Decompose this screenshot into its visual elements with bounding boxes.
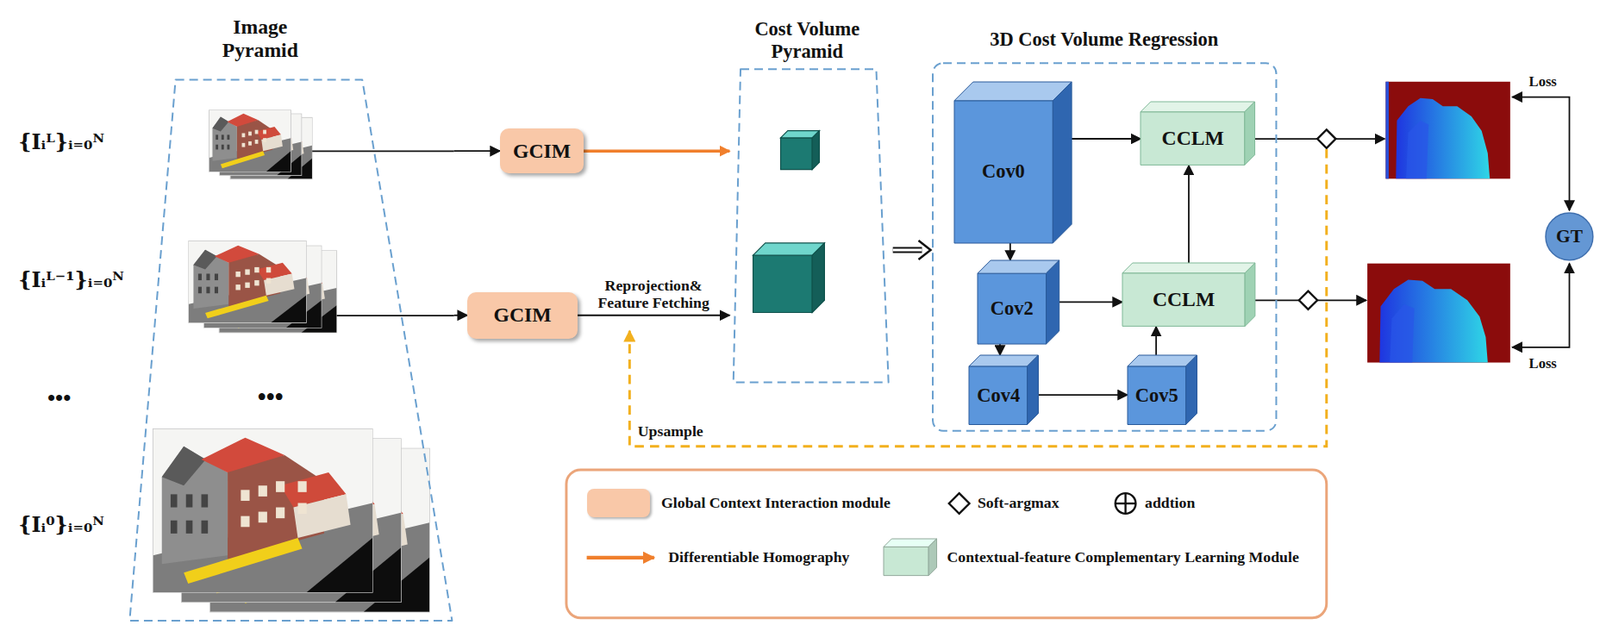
connector [1156, 326, 1157, 356]
region-outline [127, 15, 455, 623]
legend-label: Global Context Interaction module [661, 493, 891, 512]
connector [583, 150, 730, 152]
label-box: Loss [1529, 73, 1557, 90]
connector [577, 314, 730, 316]
text-label: ••• [257, 383, 284, 413]
connector [1071, 137, 1142, 139]
label-box: ••• [257, 383, 284, 413]
connector [454, 314, 468, 316]
label-box: Loss [1529, 355, 1557, 372]
feature-cube: Cov0 [954, 81, 1072, 244]
module-box: GCIM [500, 128, 584, 174]
connector [1059, 301, 1123, 303]
legend-entry: Global Context Interaction module [661, 493, 891, 512]
feature-cube: CCLM [1140, 101, 1256, 165]
cost-volume-cube [781, 131, 820, 170]
soft-argmax-path [1255, 129, 1385, 309]
cost-volume-cube [753, 243, 825, 313]
addition-symbol [1115, 493, 1137, 514]
node-label: Cov0 [981, 160, 1025, 183]
legend-swatch [587, 488, 650, 518]
double-arrow [893, 240, 932, 260]
legend-box [566, 469, 1327, 619]
feature-cube: CCLM [1122, 262, 1256, 326]
connector [454, 150, 500, 152]
legend-label: Soft-argmax [977, 493, 1060, 512]
math-label: {Iᵢᴸ}ᵢ₌₀ᴺ [18, 131, 105, 155]
loss-arrow [1512, 263, 1569, 348]
node-label: CCLM [1152, 287, 1215, 312]
label-box: Upsample [637, 422, 704, 440]
label-box: {Iᵢᴸ}ᵢ₌₀ᴺ [18, 131, 105, 155]
region-outline [729, 18, 893, 386]
feature-cube: Cov5 [1127, 355, 1197, 425]
legend-entry: Differentiable Homography [668, 548, 850, 566]
text-label: ••• [47, 385, 71, 412]
region-title: Image Pyramid [199, 15, 322, 63]
edge-label-box: Reprojection& Feature Fetching [587, 276, 720, 313]
loss-arrow [1512, 97, 1569, 211]
pyramid-region: Cost Volume Pyramid [729, 18, 893, 386]
depth-map [1385, 81, 1510, 180]
image-stack [209, 110, 313, 180]
legend-label: Differentiable Homography [668, 548, 850, 566]
node-label: GCIM [493, 303, 552, 327]
regression-frame: 3D Cost Volume RegressionCov0CCLMCov2CCL… [931, 28, 1278, 433]
feature-cube: Cov4 [968, 355, 1038, 425]
depth-map [1367, 263, 1511, 363]
text-label: Loss [1529, 73, 1557, 90]
label-box: {Iᵢᴸ⁻¹}ᵢ₌₀ᴺ [18, 268, 125, 293]
homography-arrow [587, 556, 655, 560]
node-label: Cov2 [990, 297, 1034, 320]
legend-label: addtion [1144, 493, 1195, 512]
connector [1009, 243, 1011, 261]
legend-cube-swatch [883, 538, 938, 576]
feed-line [312, 150, 455, 152]
connector [1000, 343, 1001, 356]
pyramid-region: Image Pyramid [127, 15, 455, 623]
image-stack [188, 241, 338, 333]
connector [1187, 165, 1189, 264]
region-title: Cost Volume Pyramid [745, 18, 869, 63]
legend-entry: addtion [1144, 493, 1195, 512]
label-box: {Iᵢ⁰}ᵢ₌₀ᴺ [18, 513, 105, 538]
legend-label: Contextual-feature Complementary Learnin… [946, 548, 1299, 566]
text-label: Upsample [637, 422, 704, 440]
node-label: Cov4 [976, 384, 1020, 407]
legend-entry: Soft-argmax [977, 493, 1060, 512]
feed-line [337, 314, 455, 317]
text-label: Loss [1529, 355, 1557, 372]
legend-entry: Contextual-feature Complementary Learnin… [946, 548, 1299, 566]
label-box: ••• [47, 385, 71, 412]
connector [1038, 394, 1128, 396]
ground-truth-circle: GT [1544, 212, 1594, 262]
node-label: GCIM [512, 139, 571, 163]
node-label: CCLM [1162, 126, 1225, 150]
image-stack [153, 429, 431, 613]
module-box: GCIM [467, 292, 578, 339]
node-label: Cov5 [1135, 384, 1179, 407]
feature-cube: Cov2 [977, 260, 1060, 344]
edge-label: Reprojection& Feature Fetching [587, 276, 720, 313]
node-label: GT [1556, 225, 1583, 248]
math-label: {Iᵢᴸ⁻¹}ᵢ₌₀ᴺ [18, 268, 125, 293]
math-label: {Iᵢ⁰}ᵢ₌₀ᴺ [18, 513, 105, 538]
region-title: 3D Cost Volume Regression [935, 28, 1273, 51]
soft-argmax-symbol [949, 493, 970, 514]
